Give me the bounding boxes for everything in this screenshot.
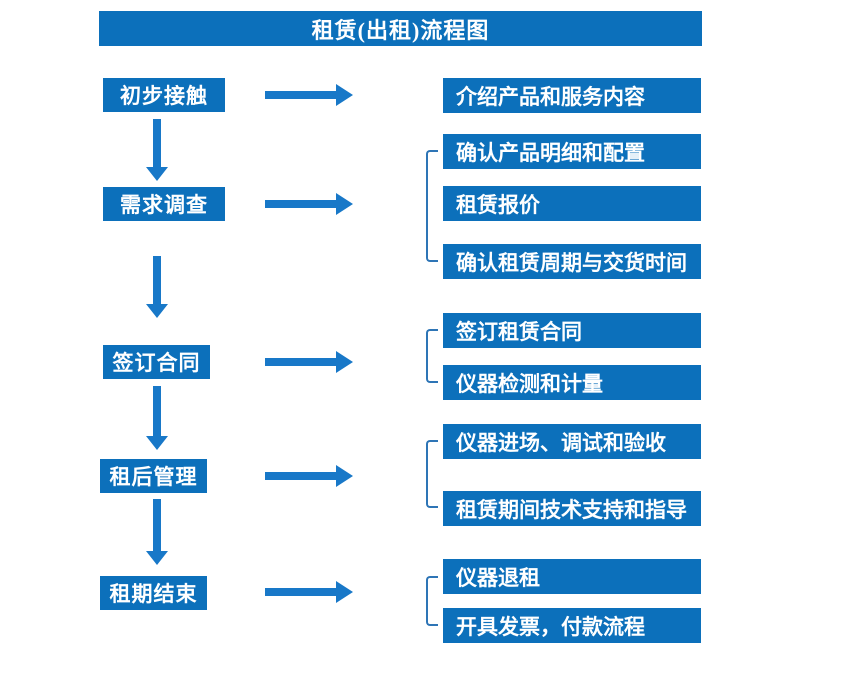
detail-box: 介绍产品和服务内容 <box>443 78 701 113</box>
arrow-down-icon <box>146 256 168 318</box>
detail-box: 仪器进场、调试和验收 <box>443 424 701 459</box>
detail-box: 开具发票，付款流程 <box>443 608 701 643</box>
arrow-stem <box>153 256 161 304</box>
arrow-head <box>146 167 168 181</box>
flowchart-title: 租赁(出租)流程图 <box>99 11 702 46</box>
group-bracket <box>426 440 438 508</box>
detail-box: 确认产品明细和配置 <box>443 134 701 169</box>
arrow-right-icon <box>265 351 353 373</box>
arrow-down-icon <box>146 386 168 450</box>
arrow-head <box>336 465 353 487</box>
arrow-stem <box>153 499 161 551</box>
arrow-right-icon <box>265 84 353 106</box>
arrow-stem <box>265 472 336 480</box>
stage-box-sign-contract: 签订合同 <box>103 345 210 379</box>
arrow-stem <box>153 119 161 167</box>
arrow-stem <box>265 200 336 208</box>
arrow-stem <box>265 91 336 99</box>
group-bracket <box>426 576 438 626</box>
detail-box: 租赁报价 <box>443 186 701 221</box>
detail-box: 租赁期间技术支持和指导 <box>443 491 701 526</box>
arrow-down-icon <box>146 119 168 181</box>
arrow-head <box>336 581 353 603</box>
stage-box-rental-end: 租期结束 <box>100 576 207 610</box>
arrow-head <box>336 351 353 373</box>
detail-box: 仪器检测和计量 <box>443 365 701 400</box>
detail-box: 确认租赁周期与交货时间 <box>443 244 701 279</box>
arrow-head <box>336 84 353 106</box>
arrow-right-icon <box>265 465 353 487</box>
arrow-head <box>336 193 353 215</box>
arrow-stem <box>153 386 161 436</box>
arrow-right-icon <box>265 193 353 215</box>
arrow-head <box>146 436 168 450</box>
detail-box: 签订租赁合同 <box>443 313 701 348</box>
arrow-right-icon <box>265 581 353 603</box>
arrow-head <box>146 304 168 318</box>
detail-box: 仪器退租 <box>443 559 701 594</box>
arrow-head <box>146 551 168 565</box>
arrow-down-icon <box>146 499 168 565</box>
stage-box-initial-contact: 初步接触 <box>103 78 225 112</box>
stage-box-post-rental-management: 租后管理 <box>100 459 207 493</box>
group-bracket <box>426 150 438 262</box>
arrow-stem <box>265 588 336 596</box>
arrow-stem <box>265 358 336 366</box>
group-bracket <box>426 329 438 383</box>
stage-box-demand-survey: 需求调查 <box>103 187 225 221</box>
